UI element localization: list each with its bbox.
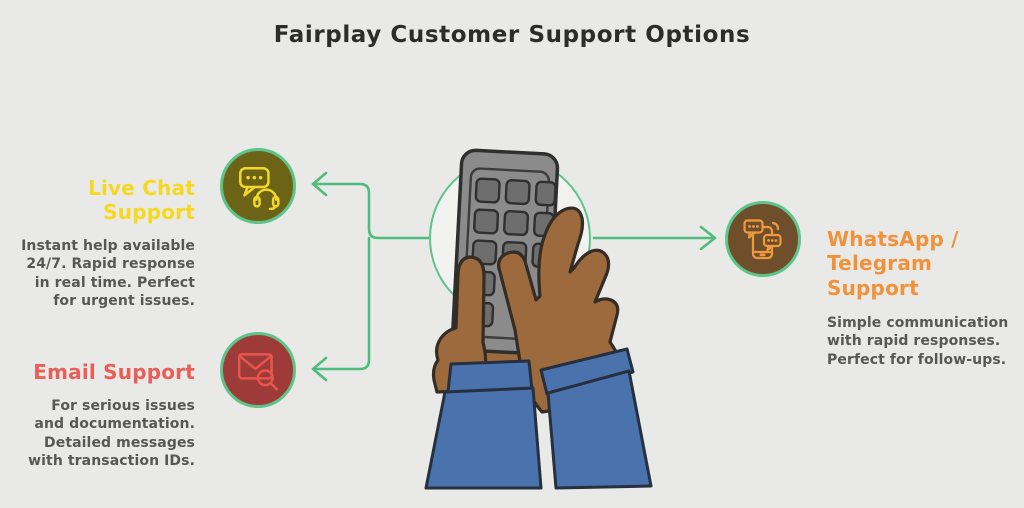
- arrowhead-left-top: [311, 171, 328, 197]
- arrowhead-right: [699, 225, 717, 251]
- sleeves: [424, 347, 653, 490]
- connector-lines: [311, 171, 717, 382]
- email-label: Email Support: [33, 360, 195, 384]
- email-description: For serious issues and documentation. De…: [28, 398, 195, 470]
- live-chat-icon-badge: [220, 148, 296, 224]
- whatsapp-telegram-icon-badge: [725, 201, 801, 277]
- arrowhead-left-bottom: [311, 356, 328, 382]
- right-sleeve: [546, 369, 653, 490]
- phone-chat-icon: [743, 219, 782, 260]
- whatsapp-telegram-label: WhatsApp / Telegram Support: [827, 227, 959, 300]
- page-title: Fairplay Customer Support Options: [273, 22, 751, 48]
- left-sleeve: [424, 386, 543, 490]
- chat-headset-icon: [239, 167, 280, 210]
- envelope-magnifier-icon: [237, 353, 279, 391]
- whatsapp-telegram-description: Simple communication with rapid response…: [827, 315, 1009, 368]
- connector-left-branch: [313, 182, 433, 371]
- live-chat-description: Instant help available 24/7. Rapid respo…: [21, 238, 195, 310]
- right-cuff: [539, 347, 635, 396]
- live-chat-label: Live Chat Support: [88, 176, 195, 225]
- email-icon-badge: [220, 332, 296, 408]
